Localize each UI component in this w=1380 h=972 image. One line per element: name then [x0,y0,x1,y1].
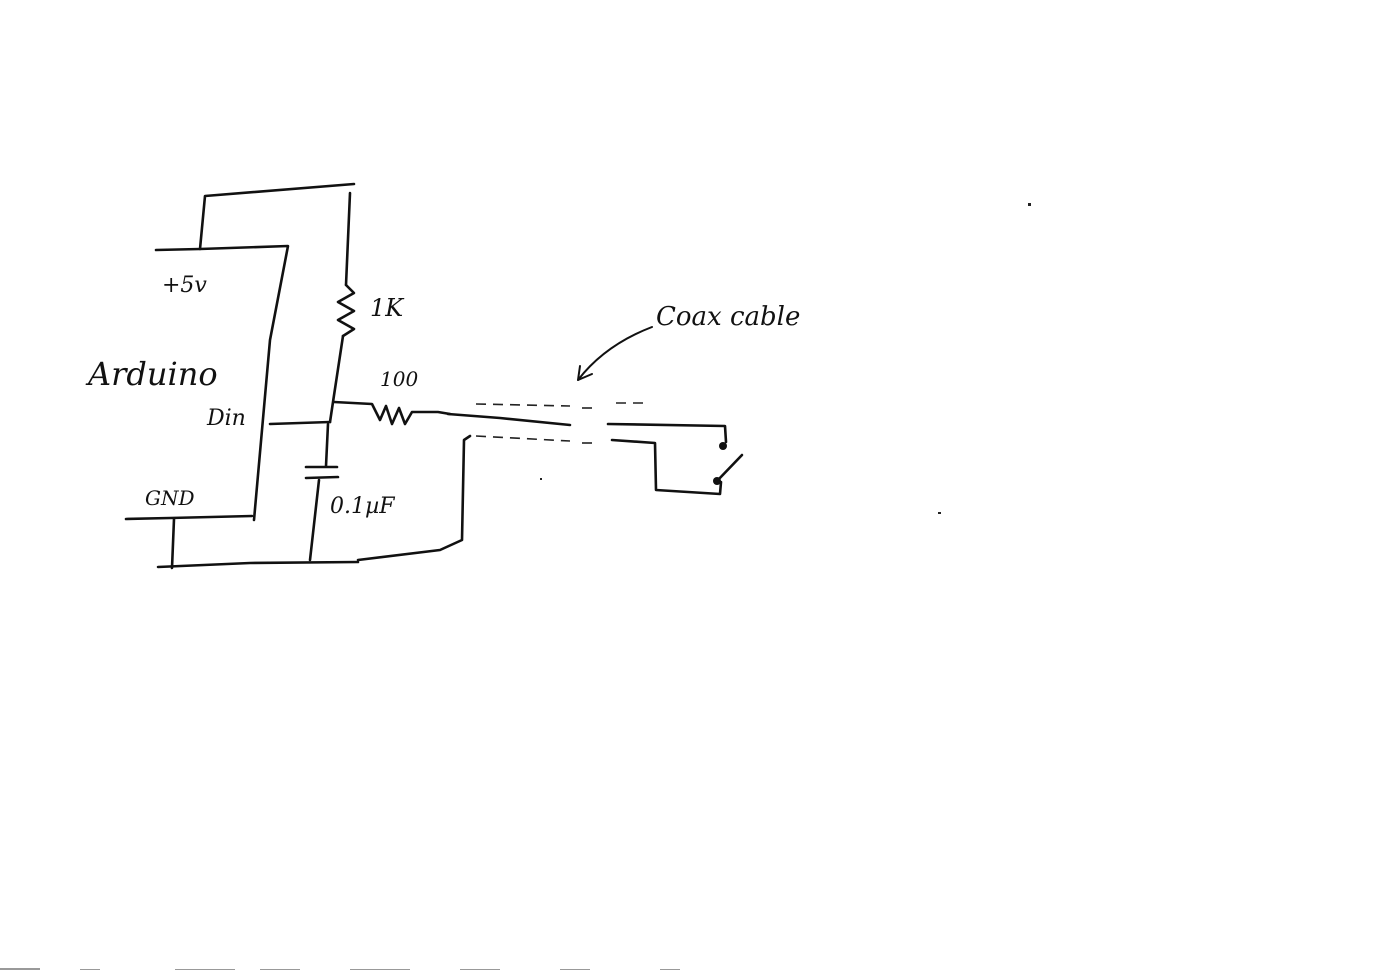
label-coax-cable: Coax cable [656,302,800,332]
plus5v-wire [198,182,356,287]
scan-speck [938,512,941,514]
label-capacitance: 0.1µF [330,494,395,519]
scan-speck [540,478,542,480]
coax-annotation-arrow [577,326,653,381]
label-arduino: Arduino [85,355,218,393]
label-100: 100 [380,367,418,391]
label-gnd: GND [145,486,195,510]
label-plus5v: +5v [162,273,207,298]
switch [713,442,744,485]
din-wire [268,420,332,426]
resistor-100 [332,400,452,426]
label-din: Din [206,406,246,431]
label-1k: 1K [370,294,405,322]
capacitor-0.1uF [304,422,340,562]
scan-speck [1028,203,1031,206]
ground-rail [156,434,472,570]
scan-artifact-strip [0,968,680,970]
arduino-board [124,244,290,522]
coax-cable [446,402,728,496]
